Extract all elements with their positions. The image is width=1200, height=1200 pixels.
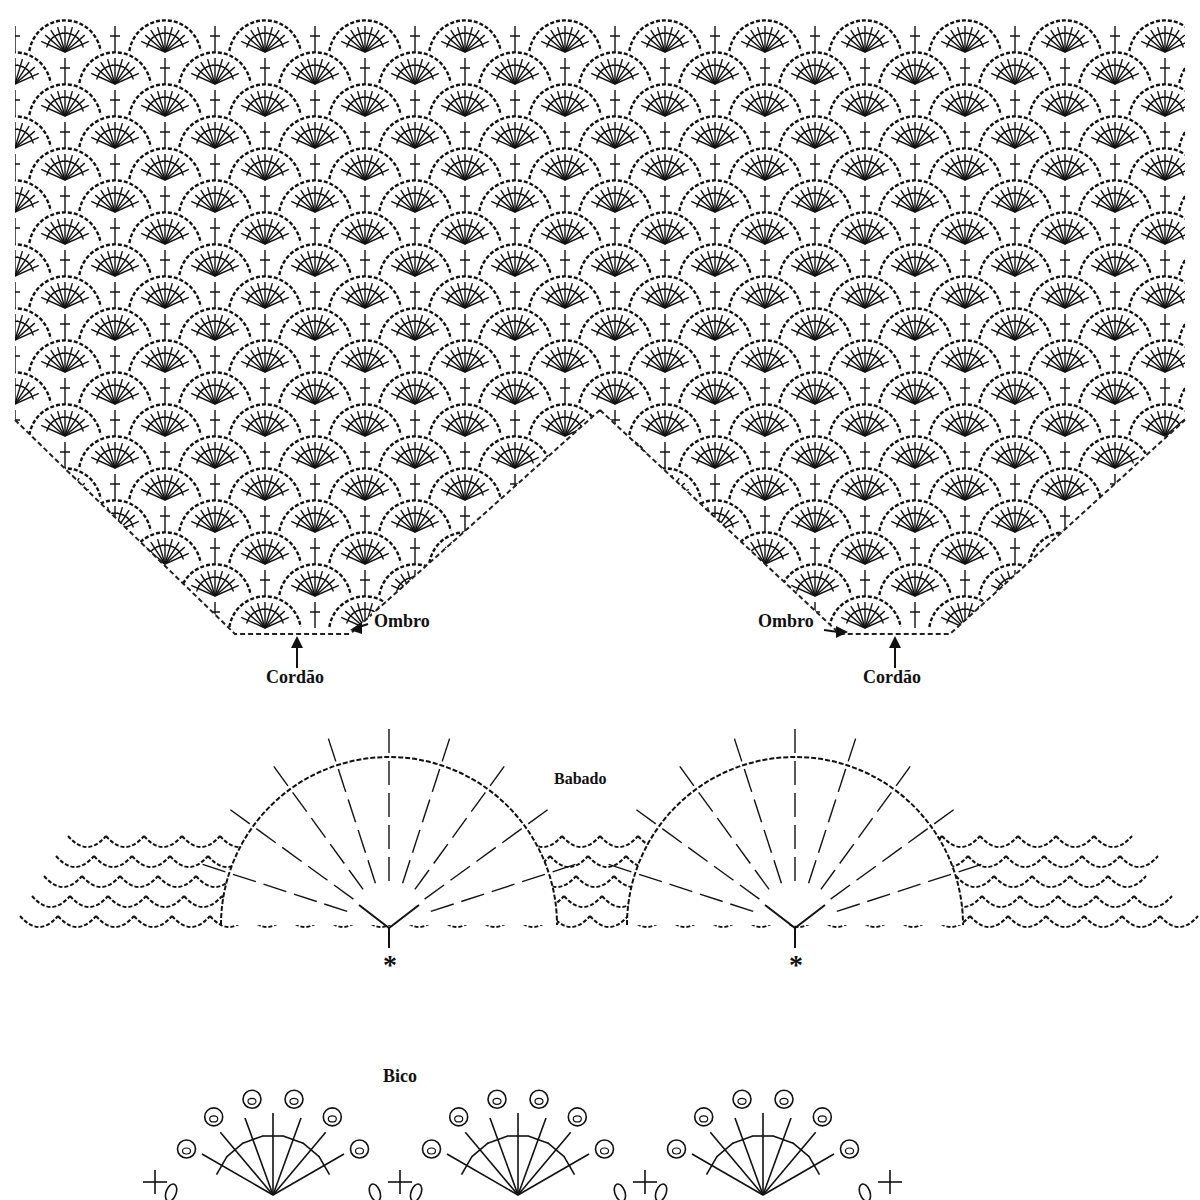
- stitch-line: [0, 131, 15, 148]
- stitch-line: [0, 329, 15, 340]
- chain-arc: [1179, 116, 1200, 147]
- stitch-line: [1, 254, 15, 276]
- stitch-tick: [1197, 265, 1200, 271]
- chain-arc: [0, 148, 1, 179]
- stitch-line: [1, 62, 15, 84]
- stitch-line: [1191, 73, 1200, 84]
- stitch-tick: [2, 259, 8, 263]
- stitch-line: [8, 187, 15, 212]
- stitch-line: [1, 190, 15, 212]
- stitch-tick: [6, 321, 12, 323]
- stitch-line: [0, 73, 15, 84]
- stitch-line: [1191, 265, 1200, 276]
- stitch-line: [8, 251, 15, 276]
- stitch-tick: [6, 193, 12, 195]
- stitch-tick: [0, 197, 3, 202]
- stitch-line: [0, 67, 15, 84]
- stitch-line: [1, 126, 15, 148]
- stitch-line: [0, 323, 15, 340]
- stitch-line: [1, 318, 15, 340]
- stitch-line: [1191, 137, 1200, 148]
- stitch-tick: [6, 257, 12, 259]
- stitch-line: [0, 195, 15, 212]
- stitch-tick: [2, 323, 8, 327]
- stitch-tick: [1197, 201, 1200, 207]
- stitch-tick: [6, 129, 12, 131]
- stitch-line: [1195, 195, 1200, 212]
- stitch-tick: [0, 325, 3, 330]
- stitch-tick: [0, 261, 3, 266]
- chain-arc: [1179, 244, 1200, 275]
- stitch-line: [1191, 201, 1200, 212]
- stitch-line: [1195, 259, 1200, 276]
- chain-arc: [0, 212, 1, 243]
- chain-arc: [1179, 52, 1200, 83]
- chain-arc: [0, 20, 1, 51]
- stitch-line: [8, 59, 15, 84]
- stitch-line: [8, 315, 15, 340]
- stitch-tick: [0, 133, 3, 138]
- stitch-line: [0, 259, 15, 276]
- stitch-tick: [0, 69, 3, 74]
- stitch-tick: [6, 65, 12, 67]
- chain-arc: [0, 84, 1, 115]
- stitch-line: [0, 137, 15, 148]
- stitch-line: [8, 123, 15, 148]
- stitch-tick: [1197, 73, 1200, 79]
- yoke-chart: [0, 20, 1200, 628]
- stitch-tick: [1197, 137, 1200, 143]
- stitch-tick: [2, 195, 8, 199]
- stitch-line: [1195, 131, 1200, 148]
- chain-arc: [0, 276, 1, 307]
- stitch-tick: [2, 67, 8, 71]
- stitch-tick: [2, 131, 8, 135]
- stitch-line: [0, 201, 15, 212]
- stitch-line: [0, 265, 15, 276]
- stitch-line: [1195, 67, 1200, 84]
- chain-arc: [1179, 180, 1200, 211]
